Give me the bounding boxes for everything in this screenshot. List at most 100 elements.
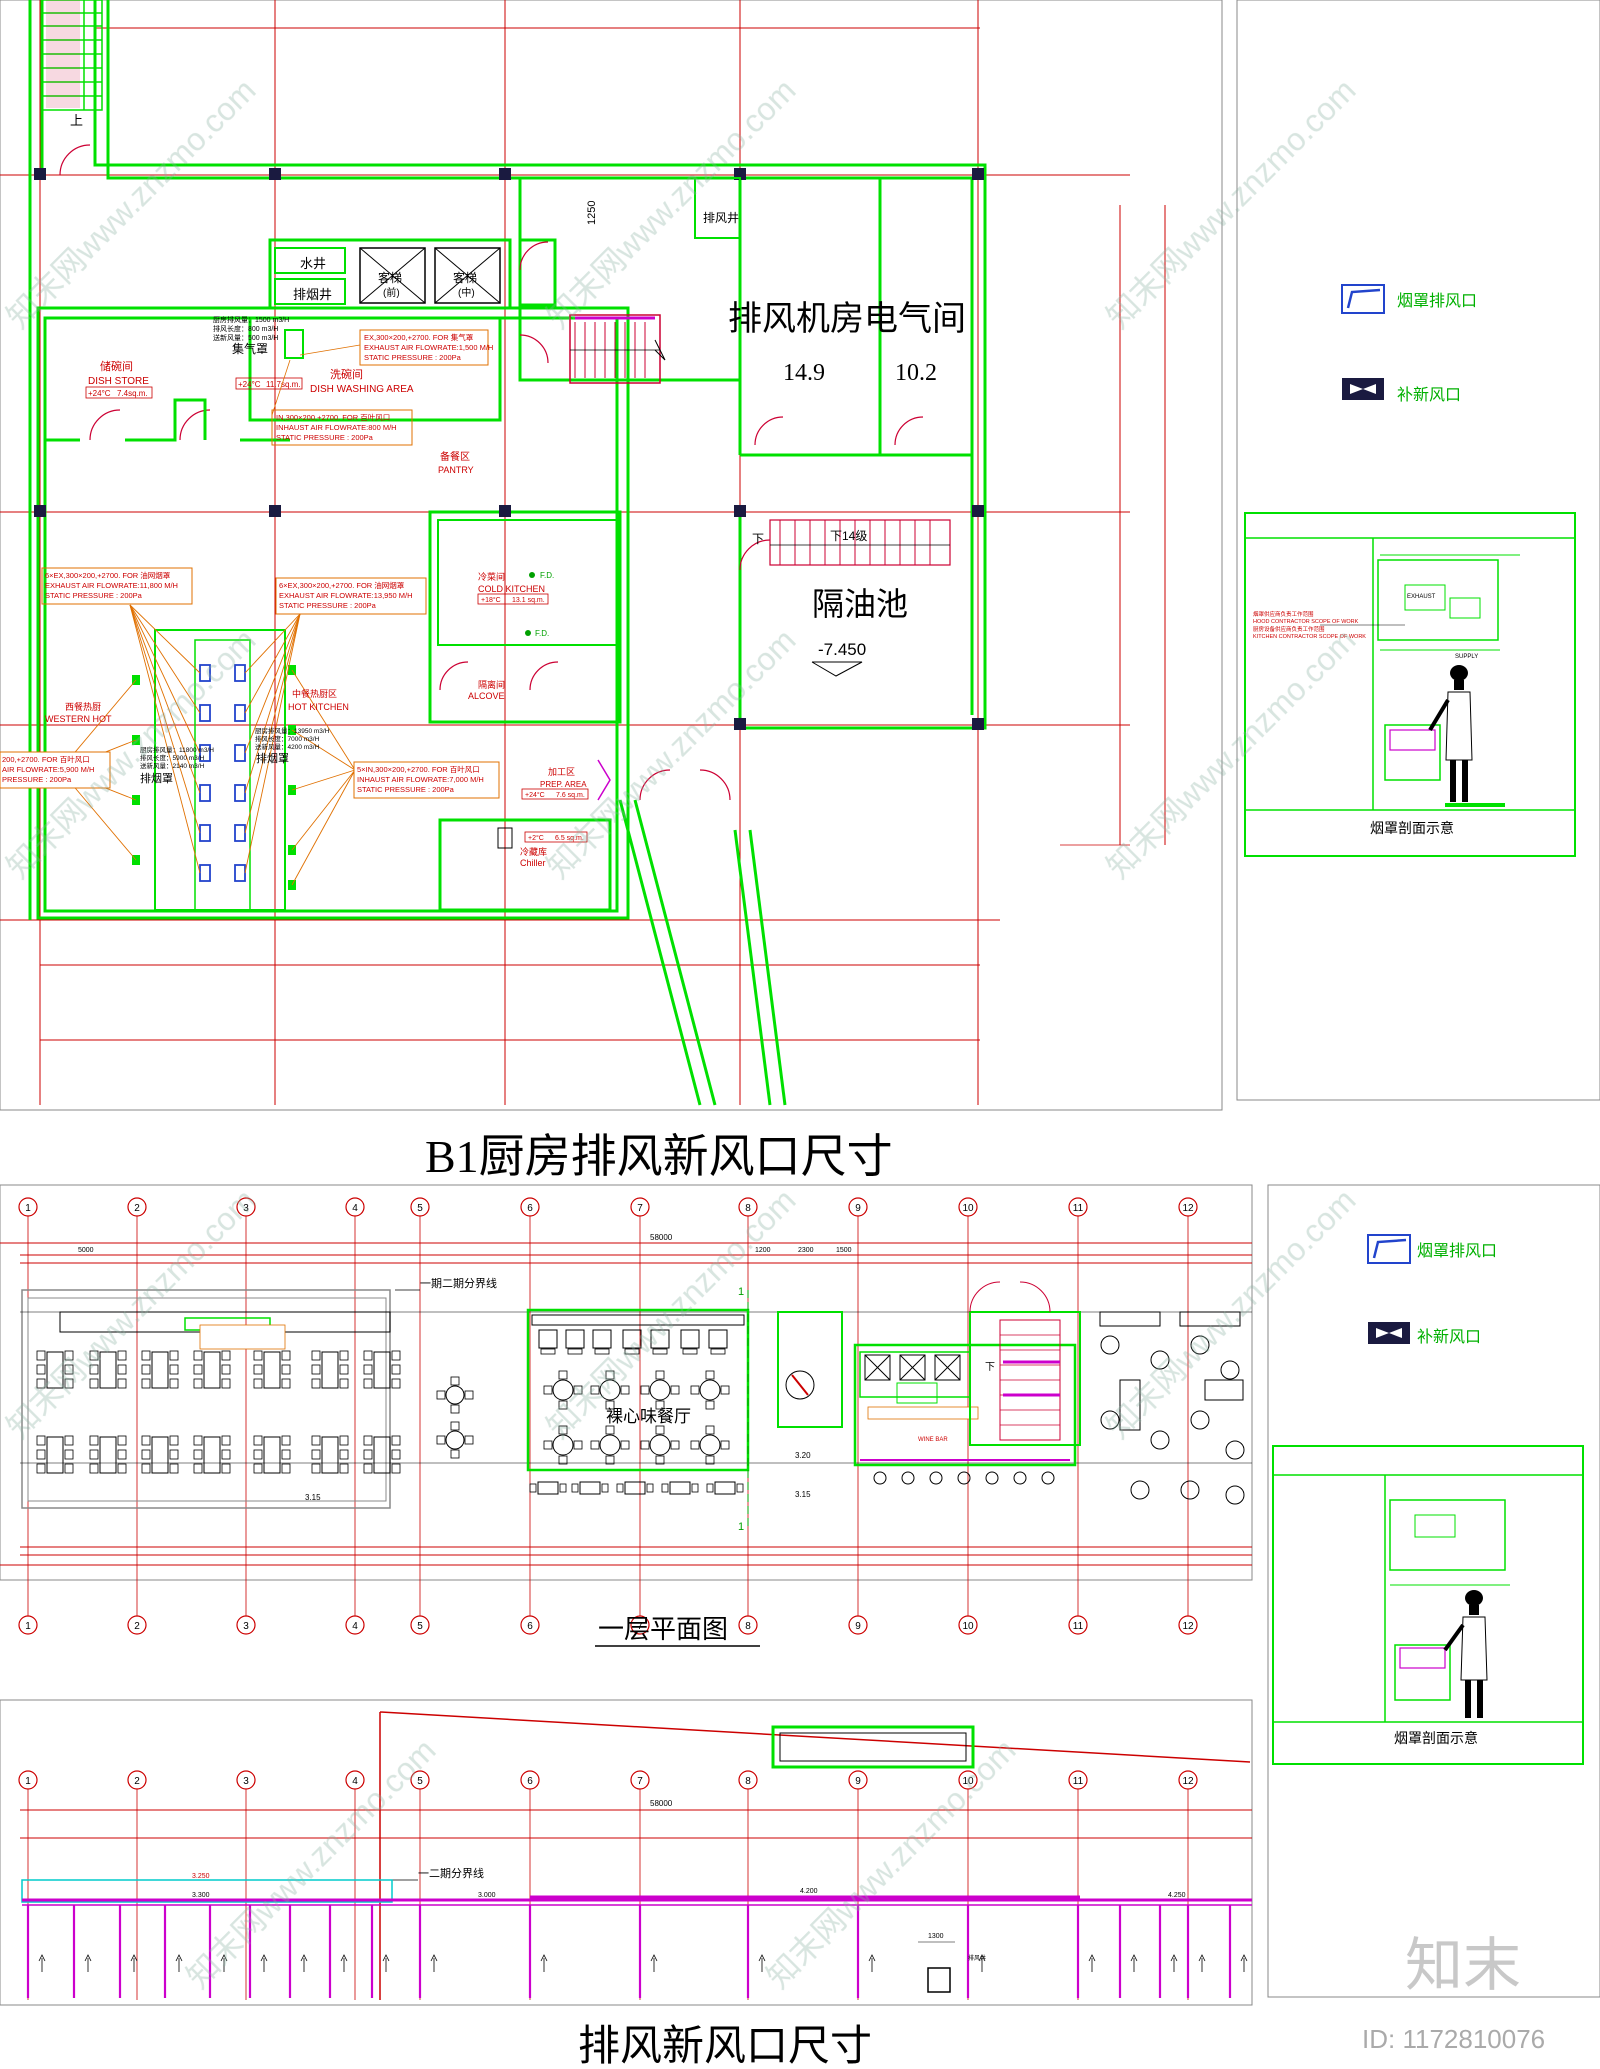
b1-exhaust-shaft: 排风井 xyxy=(703,211,739,225)
b1-in5-left-3: PRESSURE : 200Pa xyxy=(2,775,72,784)
b1-room-exhaust-area: 14.9 xyxy=(783,360,825,386)
lounge-chair xyxy=(1220,1360,1240,1380)
restaurant-table-chair xyxy=(690,1385,700,1395)
b1-elevator-2-sub: (中) xyxy=(458,286,475,299)
dining-chair xyxy=(141,1463,151,1474)
floor1-section-mark-2: 1 xyxy=(738,1521,744,1533)
dining-chair xyxy=(281,1435,291,1446)
dining-chair xyxy=(253,1364,263,1375)
elevation-arrow-head xyxy=(430,1954,438,1962)
b1-kitchen-note-2: 排风长度：5900 m3/H xyxy=(140,753,205,762)
lounge-table xyxy=(1204,1379,1244,1401)
section-top-note-1: 烟罩供应商负责工作范围 xyxy=(1253,610,1314,618)
b1-western-hot-cn: 西餐热厨 xyxy=(65,701,101,712)
restaurant-table xyxy=(599,1434,621,1456)
outdoor-chair xyxy=(736,1483,744,1493)
b1-ex-note-1: EX,300×200,+2700. FOR 集气罩 xyxy=(364,332,474,342)
dining-chair xyxy=(169,1350,179,1361)
bar-stool xyxy=(680,1329,700,1349)
dining-table xyxy=(99,1436,117,1474)
dining-chair xyxy=(141,1350,151,1361)
dining-chair xyxy=(169,1449,179,1460)
elevation-arrow-head xyxy=(1198,1954,1206,1962)
b1-in5-left-2: AIR FLOWRATE:5,900 M/H xyxy=(2,765,94,774)
dining-chair xyxy=(169,1364,179,1375)
dining-chair xyxy=(193,1463,203,1474)
bar-stool xyxy=(592,1329,612,1349)
round-table-chair xyxy=(450,1404,460,1414)
dining-chair xyxy=(253,1449,263,1460)
dining-chair xyxy=(64,1463,74,1474)
elevation-arrow-head xyxy=(978,1954,986,1962)
dining-chair xyxy=(253,1463,263,1474)
dining-chair xyxy=(281,1449,291,1460)
wine-bar-stool xyxy=(985,1471,999,1485)
floor1-span-1200: 1200 xyxy=(755,1247,771,1254)
floor1-axis-bottom-bubble-label: 8 xyxy=(745,1621,751,1632)
dining-table xyxy=(203,1351,221,1389)
dining-table xyxy=(373,1351,391,1389)
dining-table xyxy=(203,1436,221,1474)
restaurant-table-chair xyxy=(705,1425,715,1435)
b1-title: B1厨房排风新风口尺寸 xyxy=(425,1131,893,1182)
outdoor-table xyxy=(537,1481,559,1495)
dining-chair xyxy=(221,1378,231,1389)
b1-elevator-2: 客梯 xyxy=(453,270,477,285)
legend-top-fresh-air: 补新风口 xyxy=(1397,386,1461,404)
wine-bar-stool xyxy=(1041,1471,1055,1485)
elevation-arrow-head xyxy=(38,1954,46,1962)
dining-chair xyxy=(339,1350,349,1361)
b1-ex6b-3: STATIC PRESSURE : 200Pa xyxy=(279,601,377,610)
b1-kitchen-note-3: 送新风量：2140 m3/H xyxy=(140,761,205,770)
chef-figure-icon xyxy=(1443,1590,1488,1718)
round-table-chair xyxy=(450,1421,460,1431)
dining-table xyxy=(373,1436,391,1474)
bar-stool xyxy=(650,1329,670,1349)
elevation-axis-bubble-label: 11 xyxy=(1073,1776,1084,1787)
restaurant-table xyxy=(552,1379,574,1401)
floor1-axis-bottom-bubble-label: 1 xyxy=(25,1621,31,1632)
b1-hood-left: 排烟罩 xyxy=(140,771,173,785)
elevation-arrow-head xyxy=(540,1954,548,1962)
floor1-level-4: 3.15 xyxy=(795,1490,811,1499)
dining-chair xyxy=(281,1463,291,1474)
dining-chair xyxy=(311,1378,321,1389)
dining-chair xyxy=(64,1350,74,1361)
b1-grease-trap: 隔油池 xyxy=(812,586,908,622)
b1-cold-kitchen-en: COLD KITCHEN xyxy=(478,584,545,594)
b1-cold-kitchen-cn: 冷菜间 xyxy=(478,571,505,582)
elevation-axis-bubble-label: 3 xyxy=(243,1776,249,1787)
outdoor-chair xyxy=(616,1483,624,1493)
dining-chair xyxy=(89,1463,99,1474)
b1-dish-store-area: 7.4sq.m. xyxy=(117,389,148,398)
b1-dish-wash-cn: 洗碗间 xyxy=(330,367,363,381)
b1-cold-kitchen-area: 13.1 sq.m. xyxy=(512,597,545,604)
restaurant-table-chair xyxy=(590,1385,600,1395)
dining-table xyxy=(263,1436,281,1474)
dining-chair xyxy=(339,1378,349,1389)
elevation-level-e: 4.250 xyxy=(1168,1892,1186,1899)
wine-bar-stool xyxy=(1013,1471,1027,1485)
outdoor-table xyxy=(669,1481,691,1495)
b1-shafts xyxy=(268,238,512,310)
lounge-chair xyxy=(1190,1410,1210,1430)
elevation-level-d: 4.200 xyxy=(800,1888,818,1895)
dining-chair xyxy=(117,1378,127,1389)
floor1-outdoor-tables xyxy=(529,1481,744,1495)
dining-chair xyxy=(36,1449,46,1460)
floor1-dining-tables-left xyxy=(36,1350,401,1474)
dining-chair xyxy=(363,1449,373,1460)
elevation-axis-bubble-label: 12 xyxy=(1182,1776,1194,1787)
restaurant-table-chair xyxy=(670,1440,680,1450)
section-top-exhaust-tag: EXHAUST xyxy=(1407,594,1436,600)
lounge-chair xyxy=(1150,1350,1170,1370)
round-table-chair xyxy=(464,1435,474,1445)
floor1-axis-top-bubble-label: 1 xyxy=(25,1203,31,1214)
restaurant-table-chair xyxy=(720,1440,730,1450)
floor1-span-1: 5000 xyxy=(78,1247,94,1254)
b1-ex6a-1: 6×EX,300×200,+2700. FOR 油网烟罩 xyxy=(45,570,171,580)
floor1-axis-bottom-bubble-label: 6 xyxy=(527,1621,533,1632)
elevation-axis-bubble-label: 9 xyxy=(855,1776,861,1787)
elevation-axis-bubble-label: 8 xyxy=(745,1776,751,1787)
